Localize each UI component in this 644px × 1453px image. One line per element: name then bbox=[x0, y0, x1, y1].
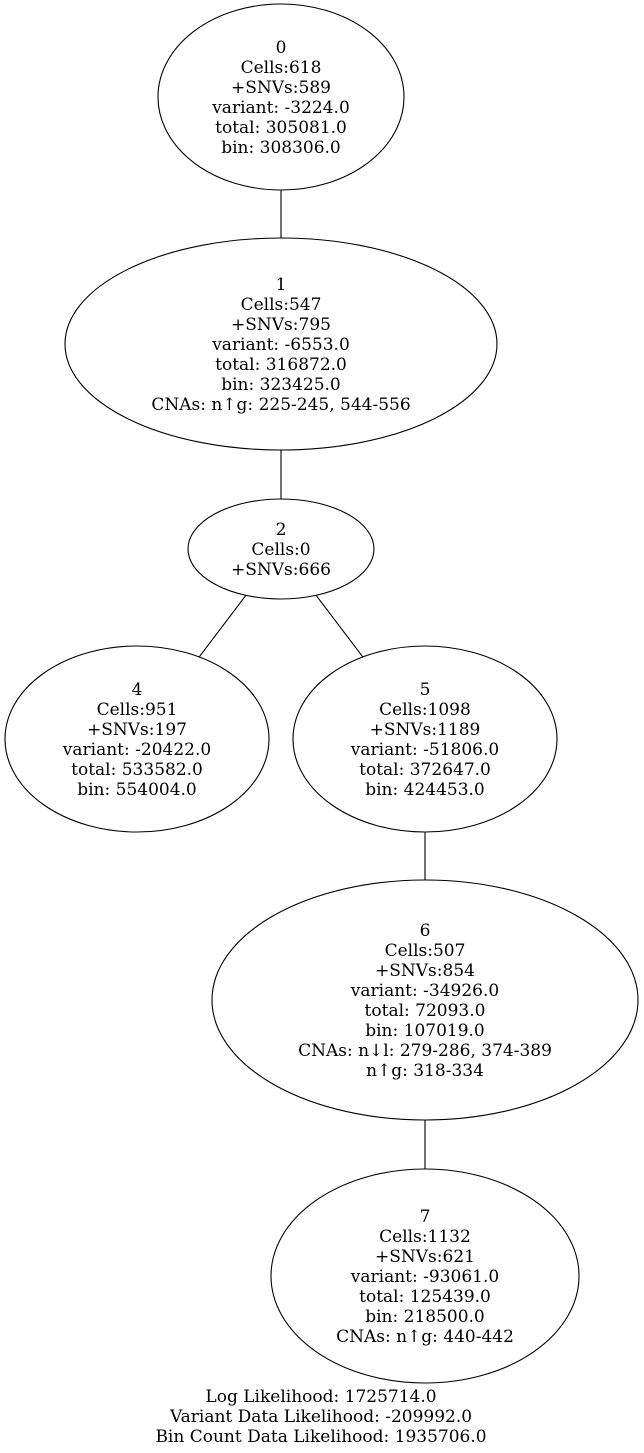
node-info-line: bin: 308306.0 bbox=[221, 138, 341, 158]
node-info-line: total: 305081.0 bbox=[215, 118, 347, 138]
node-info-line: bin: 424453.0 bbox=[365, 780, 485, 800]
node-info-line: Cells:1132 bbox=[379, 1227, 471, 1247]
node-id-label: 5 bbox=[420, 680, 431, 700]
node-info-line: variant: -93061.0 bbox=[350, 1267, 499, 1287]
node-id-label: 7 bbox=[420, 1207, 431, 1227]
node-ellipse bbox=[292, 645, 558, 833]
node-info-line: +SNVs:197 bbox=[87, 720, 187, 740]
bin-count-data-likelihood: Bin Count Data Likelihood: 1935706.0 bbox=[155, 1427, 486, 1447]
node-ellipse bbox=[64, 237, 498, 451]
node-info-line: Cells:507 bbox=[385, 941, 466, 961]
node-id-label: 1 bbox=[276, 275, 287, 295]
node-info-line: +SNVs:589 bbox=[231, 78, 331, 98]
variant-data-likelihood: Variant Data Likelihood: -209992.0 bbox=[169, 1407, 472, 1427]
node-id-label: 0 bbox=[276, 38, 287, 58]
node-info-line: n↑g: 318-334 bbox=[366, 1061, 484, 1081]
likelihood-footer: Log Likelihood: 1725714.0 Variant Data L… bbox=[155, 1387, 486, 1447]
node-info-line: +SNVs:666 bbox=[231, 560, 331, 580]
edge-2-5 bbox=[315, 594, 364, 658]
node-info-line: Cells:1098 bbox=[379, 700, 471, 720]
node-ellipse bbox=[270, 1168, 580, 1384]
node-info-line: variant: -34926.0 bbox=[350, 981, 499, 1001]
node-info-line: variant: -6553.0 bbox=[211, 335, 350, 355]
node-info-line: bin: 323425.0 bbox=[221, 375, 341, 395]
node-info-line: total: 372647.0 bbox=[359, 760, 491, 780]
node-ellipse bbox=[187, 498, 375, 600]
node-info-line: Cells:547 bbox=[241, 295, 322, 315]
node-info-line: +SNVs:854 bbox=[375, 961, 475, 981]
node-info-line: +SNVs:795 bbox=[231, 315, 331, 335]
node-id-label: 4 bbox=[132, 680, 143, 700]
node-info-line: CNAs: n↑g: 225-245, 544-556 bbox=[151, 395, 410, 415]
node-id-label: 6 bbox=[420, 921, 431, 941]
node-ellipse bbox=[211, 879, 639, 1121]
node-info-line: +SNVs:621 bbox=[375, 1247, 475, 1267]
log-likelihood: Log Likelihood: 1725714.0 bbox=[205, 1387, 436, 1407]
node-ellipse bbox=[157, 3, 405, 191]
node-info-line: bin: 107019.0 bbox=[365, 1021, 485, 1041]
edge-2-4 bbox=[198, 594, 247, 658]
node-info-line: CNAs: n↑g: 440-442 bbox=[336, 1327, 514, 1347]
tree-edges bbox=[198, 190, 426, 1169]
node-info-line: +SNVs:1189 bbox=[370, 720, 481, 740]
node-info-line: variant: -20422.0 bbox=[62, 740, 211, 760]
node-info-line: Cells:951 bbox=[97, 700, 178, 720]
node-info-line: Cells:618 bbox=[241, 58, 322, 78]
node-info-line: total: 316872.0 bbox=[215, 355, 347, 375]
node-info-line: Cells:0 bbox=[251, 540, 310, 560]
node-info-line: total: 125439.0 bbox=[359, 1287, 491, 1307]
node-info-line: bin: 554004.0 bbox=[77, 780, 197, 800]
node-info-line: variant: -3224.0 bbox=[211, 98, 350, 118]
node-info-line: variant: -51806.0 bbox=[350, 740, 499, 760]
node-id-label: 2 bbox=[276, 520, 287, 540]
node-info-line: bin: 218500.0 bbox=[365, 1307, 485, 1327]
node-ellipse bbox=[4, 645, 270, 833]
node-info-line: total: 72093.0 bbox=[365, 1001, 486, 1021]
node-info-line: total: 533582.0 bbox=[71, 760, 203, 780]
node-info-line: CNAs: n↓l: 279-286, 374-389 bbox=[298, 1041, 552, 1061]
